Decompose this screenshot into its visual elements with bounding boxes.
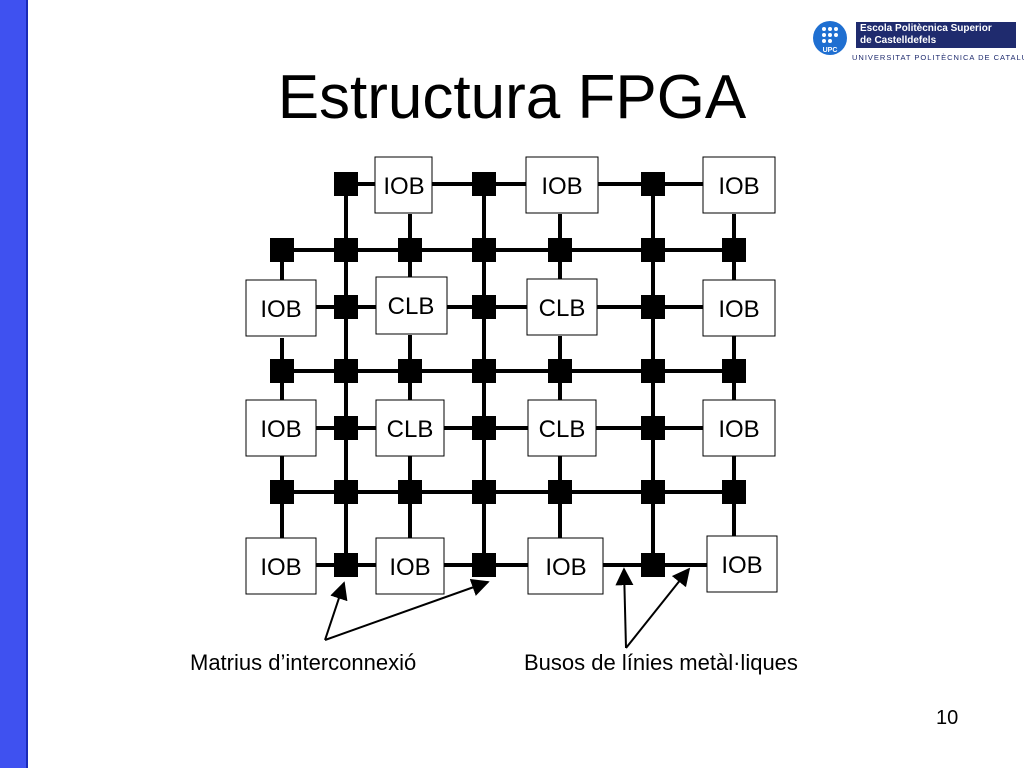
switch-matrix — [472, 238, 496, 262]
logic-blocks: IOB IOB IOB IOB CLB CLB IOB IOB — [245, 156, 778, 595]
block-label: IOB — [541, 173, 582, 200]
annotation-arrows — [324, 567, 691, 649]
switch-matrix — [398, 238, 422, 262]
iob-block: IOB — [702, 156, 776, 214]
block-label: IOB — [383, 173, 424, 200]
logo-name-line2: de Castelldefels — [860, 35, 937, 46]
iob-block: IOB — [245, 537, 317, 595]
block-label: CLB — [539, 416, 586, 443]
iob-block: IOB — [702, 399, 776, 457]
block-label: IOB — [718, 296, 759, 323]
switch-matrix — [641, 553, 665, 577]
switch-matrix — [334, 172, 358, 196]
iob-block: IOB — [525, 156, 599, 214]
block-label: IOB — [389, 554, 430, 581]
clb-block: CLB — [375, 276, 448, 335]
block-label: CLB — [387, 416, 434, 443]
switch-matrix — [722, 480, 746, 504]
clb-block: CLB — [526, 278, 598, 336]
block-label: IOB — [718, 416, 759, 443]
block-label: IOB — [260, 416, 301, 443]
switch-matrix — [641, 480, 665, 504]
iob-block: IOB — [706, 535, 778, 593]
logo-name-line1: Escola Politècnica Superior — [860, 23, 992, 34]
arrow-to-matrix-2 — [324, 578, 490, 641]
clb-block: CLB — [527, 399, 597, 457]
institution-logo: UPC Escola Politècnica Superior de Caste… — [812, 20, 1024, 70]
switch-matrix — [472, 416, 496, 440]
switch-matrix — [270, 238, 294, 262]
switch-matrix — [398, 480, 422, 504]
upc-logo-icon: UPC — [813, 21, 847, 55]
block-label: CLB — [539, 295, 586, 322]
block-label: IOB — [721, 552, 762, 579]
iob-block: IOB — [245, 399, 317, 457]
block-label: IOB — [718, 173, 759, 200]
switch-matrix — [472, 295, 496, 319]
switch-matrix — [722, 359, 746, 383]
interconnect-matrices — [270, 172, 746, 577]
arrow-to-bus-1 — [615, 567, 634, 649]
switch-matrix — [722, 238, 746, 262]
slide-title: Estructura FPGA — [277, 63, 747, 132]
switch-matrix — [472, 553, 496, 577]
switch-matrix — [641, 238, 665, 262]
switch-matrix — [548, 359, 572, 383]
side-accent-bar — [0, 0, 28, 768]
switch-matrix — [641, 359, 665, 383]
logo-university-name: UNIVERSITAT POLITÈCNICA DE CATALUNYA — [852, 53, 1024, 62]
switch-matrix — [472, 359, 496, 383]
block-label: IOB — [260, 296, 301, 323]
block-label: CLB — [388, 293, 435, 320]
iob-block: IOB — [527, 537, 604, 595]
clb-block: CLB — [375, 399, 445, 457]
iob-block: IOB — [374, 156, 433, 214]
page-number: 10 — [936, 707, 959, 729]
switch-matrix — [334, 480, 358, 504]
switch-matrix — [641, 172, 665, 196]
logo-mark-text: UPC — [823, 47, 838, 54]
switch-matrix — [334, 238, 358, 262]
switch-matrix — [641, 295, 665, 319]
switch-matrix — [472, 480, 496, 504]
iob-block: IOB — [375, 537, 445, 595]
switch-matrix — [334, 295, 358, 319]
switch-matrix — [334, 553, 358, 577]
iob-block: IOB — [702, 279, 776, 337]
logo-institution-name: Escola Politècnica Superior de Castellde… — [856, 22, 1016, 48]
switch-matrix — [641, 416, 665, 440]
metal-bus-label: Busos de línies metàl·liques — [524, 650, 798, 675]
switch-matrix — [548, 480, 572, 504]
block-label: IOB — [545, 554, 586, 581]
arrow-to-bus-2 — [625, 567, 691, 649]
switch-matrix — [334, 416, 358, 440]
switch-matrix — [398, 359, 422, 383]
arrow-to-matrix-1 — [324, 581, 348, 641]
switch-matrix — [334, 359, 358, 383]
switch-matrix — [548, 238, 572, 262]
iob-block: IOB — [245, 279, 317, 337]
block-label: IOB — [260, 554, 301, 581]
switch-matrix — [270, 359, 294, 383]
switch-matrix — [472, 172, 496, 196]
switch-matrix — [270, 480, 294, 504]
interconnect-matrix-label: Matrius d’interconnexió — [190, 650, 417, 675]
